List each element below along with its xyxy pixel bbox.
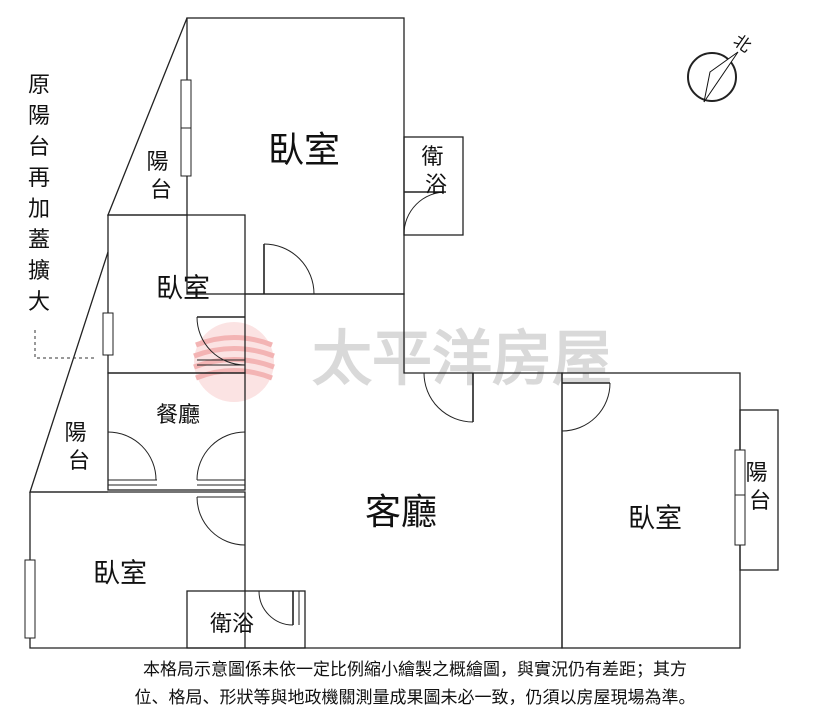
disclaimer-line-2: 位、格局、形狀等與地政機關測量成果圖未必一致，仍須以房屋現場為準。: [134, 688, 696, 708]
door-bottom-bath: [258, 590, 300, 626]
side-note: 原陽台再加蓋擴大: [22, 70, 56, 318]
door-left-bedroom: [196, 316, 246, 366]
side-note-char: 加: [27, 197, 50, 222]
watermark-logo-icon: [193, 322, 275, 402]
room-label-bedroom-right: 臥室: [628, 504, 682, 535]
window-bottom-left-bedroom: [24, 559, 36, 639]
room-label-bath-bottom: 衛浴: [210, 612, 254, 637]
room-label-balcony-mid-left: 陽 台: [64, 421, 93, 474]
side-note-char: 擴: [27, 259, 50, 284]
door-living: [423, 372, 474, 423]
window-top-bedroom-2: [180, 127, 192, 177]
compass-north-label: 北: [729, 31, 754, 57]
floor-plan: 太平洋房屋: [24, 17, 779, 649]
watermark-text: 太平洋房屋: [312, 325, 612, 395]
side-note-char: 陽: [27, 104, 50, 129]
side-note-char: 蓋: [27, 228, 50, 253]
side-note-char: 再: [27, 166, 50, 191]
door-bottom-left-bedroom: [196, 496, 246, 546]
room-label-bath-top: 衛 浴: [421, 145, 450, 198]
doors: [107, 191, 611, 626]
side-note-char: 原: [27, 73, 50, 98]
windows: [24, 79, 746, 639]
walls: [29, 17, 779, 649]
room-label-bedroom-bottom-left: 臥室: [93, 559, 147, 590]
door-top-bedroom: [263, 243, 315, 295]
room-label-balcony-right: 陽 台: [745, 461, 774, 514]
door-top-bath: [403, 191, 447, 235]
window-top-bedroom-1: [180, 79, 192, 129]
watermark: 太平洋房屋: [193, 322, 612, 402]
compass-icon: 北: [687, 31, 755, 103]
window-left-bedroom: [102, 312, 114, 356]
side-note-char: 台: [27, 135, 50, 160]
room-label-living: 客廳: [365, 492, 437, 533]
room-label-balcony-top-left: 陽 台: [146, 150, 175, 203]
door-dining-left: [107, 431, 157, 481]
room-label-bedroom-left: 臥室: [156, 274, 210, 305]
disclaimer-line-1: 本格局示意圖係未依一定比例縮小繪製之概繪圖，與實況仍有差距；其方: [143, 660, 687, 680]
door-right-bedroom: [561, 382, 611, 432]
room-label-dining: 餐廳: [156, 403, 200, 428]
window-right-bedroom-2: [734, 494, 746, 546]
side-note-char: 大: [27, 290, 50, 315]
door-dining-right: [196, 431, 246, 481]
room-label-bedroom-top: 臥室: [268, 130, 340, 171]
window-right-bedroom-1: [734, 449, 746, 496]
disclaimer: 本格局示意圖係未依一定比例縮小繪製之概繪圖，與實況仍有差距；其方 位、格局、形狀…: [0, 656, 830, 712]
